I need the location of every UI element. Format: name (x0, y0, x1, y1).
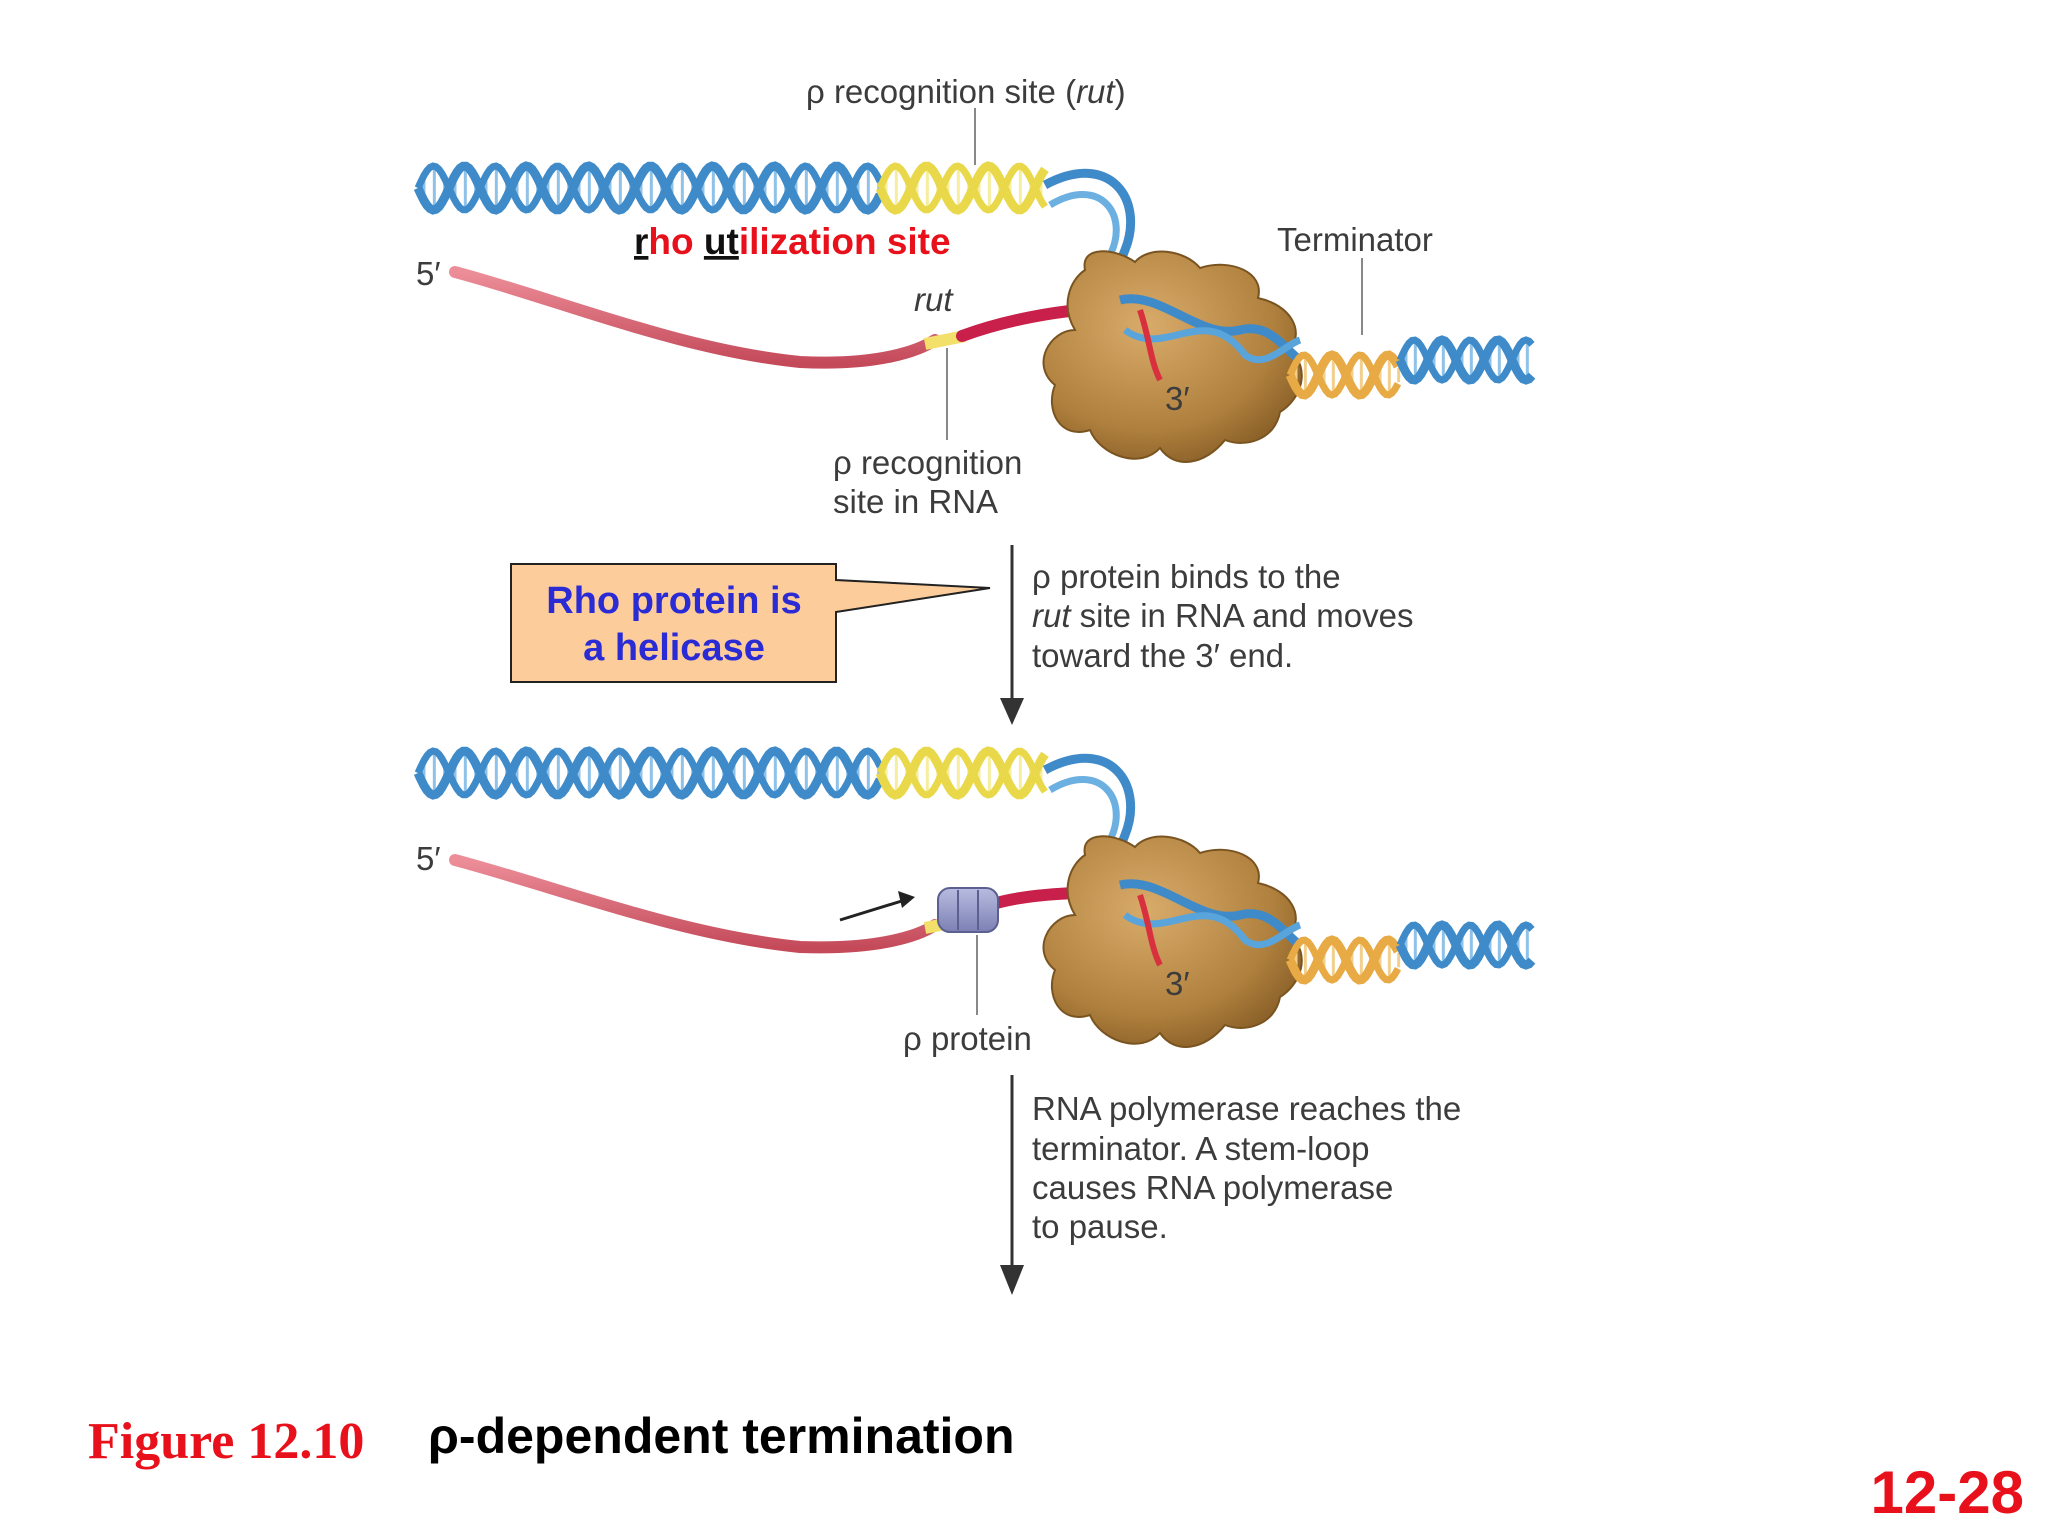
dna-strand (413, 746, 885, 800)
rna-polymerase (1042, 250, 1303, 463)
helicase-callout: Rho protein is a helicase (510, 563, 991, 683)
terminator-label: Terminator (1277, 221, 1433, 258)
dna-helix-rut-segment-2 (875, 746, 1049, 800)
rho-motion-arrow (839, 898, 906, 922)
step-2-line2: terminator. A stem-loop (1032, 1130, 1370, 1167)
dna-strand (414, 162, 884, 214)
dna-strand (1396, 336, 1535, 384)
rut-rna-label: rut (914, 281, 954, 318)
rna-polymerase-2 (1042, 835, 1303, 1048)
dna-through-polymerase (1118, 294, 1303, 364)
step-2-line4: to pause. (1032, 1208, 1168, 1245)
dna-strand (1395, 920, 1536, 970)
dna-strand (876, 747, 1048, 799)
dna-helix-right-2 (1395, 920, 1536, 970)
rna-hybrid (1137, 309, 1163, 382)
step-2-arrowhead (1000, 1265, 1024, 1295)
step-1-arrowhead (1000, 698, 1024, 725)
dna-helix-right (1395, 335, 1536, 385)
dna-helix-left (413, 161, 885, 215)
dna-strand (1286, 936, 1402, 984)
dna-strand (875, 746, 1049, 800)
dna-helix-terminator-2 (1285, 935, 1402, 985)
dna-strand (1396, 921, 1535, 969)
rna-transcript-2 (449, 854, 941, 954)
rut-dna-label: ρ recognition site (rut) (806, 73, 1126, 110)
dna-helix-terminator (1285, 350, 1402, 400)
panel-2: 5′ 3′ ρ protein (413, 746, 1536, 1057)
dna-strand (413, 161, 885, 215)
dna-strand (414, 747, 884, 799)
rna-transcript (449, 266, 941, 369)
rho-protein (937, 887, 999, 933)
rna-site-label-line2: site in RNA (833, 483, 998, 520)
five-prime-label-2: 5′ (416, 840, 441, 877)
dna-strand (876, 162, 1048, 214)
dna-helix-left-2 (413, 746, 885, 800)
five-prime-label: 5′ (416, 255, 441, 292)
figure-title: ρ-dependent termination (428, 1408, 1015, 1464)
dna-through-polymerase-2 (1122, 327, 1302, 364)
rna-hybrid-2 (1137, 894, 1163, 967)
step-1-line2: rut site in RNA and moves (1032, 597, 1414, 634)
step-2: RNA polymerase reaches the terminator. A… (1000, 1075, 1461, 1295)
rho-protein-label: ρ protein (903, 1020, 1032, 1057)
figure-number: Figure 12.10 (88, 1413, 364, 1470)
slide-number: 12-28 (1871, 1459, 2024, 1526)
callout-box (510, 563, 991, 683)
panel-1: ρ recognition site (rut) rho utilization… (413, 73, 1536, 520)
step-2-line1: RNA polymerase reaches the (1032, 1090, 1461, 1127)
step-1-line3: toward the 3′ end. (1032, 637, 1293, 674)
rna-site-label-line1: ρ recognition (833, 444, 1022, 481)
dna-strand (875, 161, 1049, 215)
dna-through-polymerase-c (1122, 912, 1302, 949)
step-1: ρ protein binds to the rut site in RNA a… (1000, 545, 1414, 725)
step-2-line3: causes RNA polymerase (1032, 1169, 1393, 1206)
dna-strand (1286, 351, 1402, 399)
dna-strand (1395, 335, 1536, 385)
dna-helix-rut-segment (875, 161, 1049, 215)
three-prime-label: 3′ (1165, 380, 1190, 417)
three-prime-label-2: 3′ (1165, 965, 1190, 1002)
dna-strand (1285, 350, 1402, 400)
rho-utilization-site-label: rho utilization site (634, 221, 951, 262)
step-1-line1: ρ protein binds to the (1032, 558, 1341, 595)
callout-line1: Rho protein is (546, 580, 801, 622)
callout-line2: a helicase (583, 627, 765, 669)
dna-strand (1285, 935, 1402, 985)
rho-motion-arrowhead (898, 891, 915, 908)
dna-through-polymerase-b (1118, 879, 1303, 949)
